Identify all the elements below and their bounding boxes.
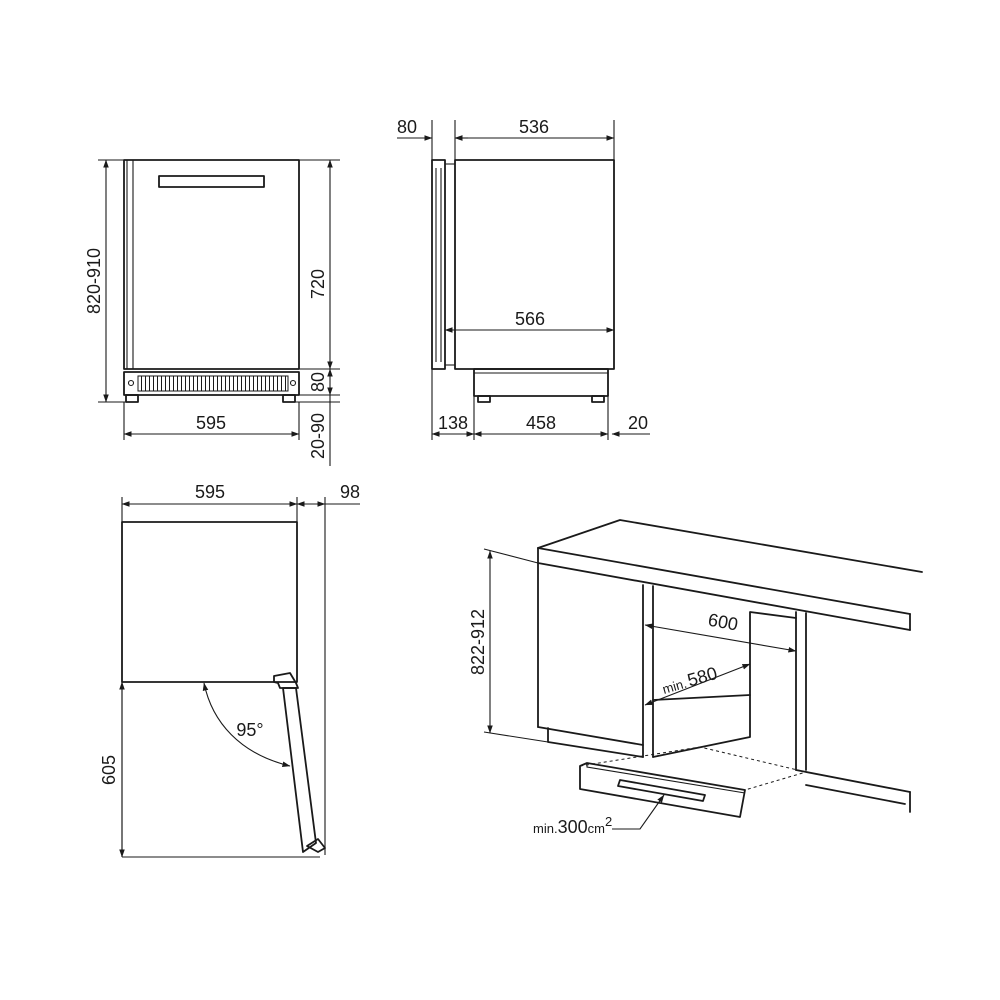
cabinet-top	[121, 521, 298, 683]
hinge	[273, 672, 299, 689]
installation-view: 822-912 600 min.580 min.300cm2	[468, 519, 923, 837]
label-body-height: 720	[308, 269, 328, 299]
dim-niche-width	[644, 623, 797, 653]
foot-left	[125, 394, 139, 403]
front-view: 820-910 720 80 20-90 595	[84, 159, 340, 466]
base-side	[473, 368, 609, 397]
label-front-width: 595	[196, 413, 226, 433]
label-door-depth: 80	[397, 117, 417, 137]
door-side	[431, 159, 446, 370]
plinth	[123, 371, 300, 396]
label-plinth-height: 80	[308, 372, 328, 392]
opening-angle-arc	[202, 682, 291, 767]
vent-leader	[612, 794, 665, 830]
label-niche-height: 822-912	[468, 609, 488, 675]
cabinet-side	[454, 159, 615, 370]
door-handle-top	[306, 838, 326, 853]
label-opening-angle: 95°	[236, 720, 263, 740]
label-niche-min-depth: 580	[685, 663, 719, 691]
top-view: 595 98 605 95°	[99, 482, 360, 858]
foot-right	[282, 394, 296, 403]
label-door-clearance: 605	[99, 755, 119, 785]
label-base-rear-offset: 20	[628, 413, 648, 433]
plinth-vent	[579, 762, 746, 818]
label-niche-depth-prefix: min.	[661, 676, 689, 697]
label-base-depth: 458	[526, 413, 556, 433]
open-door	[282, 687, 317, 853]
vent-slot	[617, 779, 706, 802]
label-door-offset: 98	[340, 482, 360, 502]
label-niche-width: 600	[707, 610, 740, 635]
dim-niche-min-depth	[644, 663, 751, 706]
side-view: 80 536 566 138 458 20	[397, 117, 650, 440]
label-inner-depth: 566	[515, 309, 545, 329]
label-total-height: 820-910	[84, 248, 104, 314]
svg-text:min.580: min.580	[660, 663, 720, 698]
label-body-depth: 536	[519, 117, 549, 137]
label-feet-height: 20-90	[308, 413, 328, 459]
cabinet-front	[123, 159, 300, 370]
door-handle	[158, 175, 265, 188]
label-top-width: 595	[195, 482, 225, 502]
label-base-front-offset: 138	[438, 413, 468, 433]
ventilation-grille	[137, 375, 289, 392]
label-vent-area: min.300cm2	[533, 814, 612, 837]
